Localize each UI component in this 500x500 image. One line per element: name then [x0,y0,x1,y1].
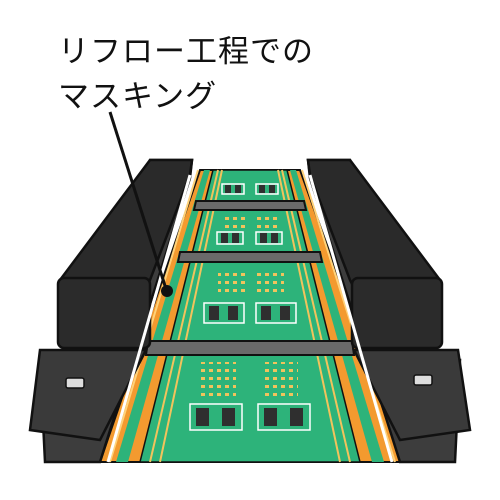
right-edge-stripe [290,170,384,462]
components [189,183,311,431]
callout-dot-icon [161,285,173,297]
clamp-bar [144,340,356,356]
pad-grids [200,212,298,396]
clamp-bar [192,200,308,211]
pcb-board [139,169,361,463]
clamp-bar [176,251,324,263]
caption-line-1: リフロー工程での [58,34,314,70]
caption-line-2: マスキング [58,79,218,115]
left-edge-stripe [116,170,210,462]
callout-line [108,111,168,290]
caption: リフロー工程での マスキング [58,30,314,120]
left-conveyor-rail [28,158,194,464]
right-conveyor-rail [306,158,472,464]
